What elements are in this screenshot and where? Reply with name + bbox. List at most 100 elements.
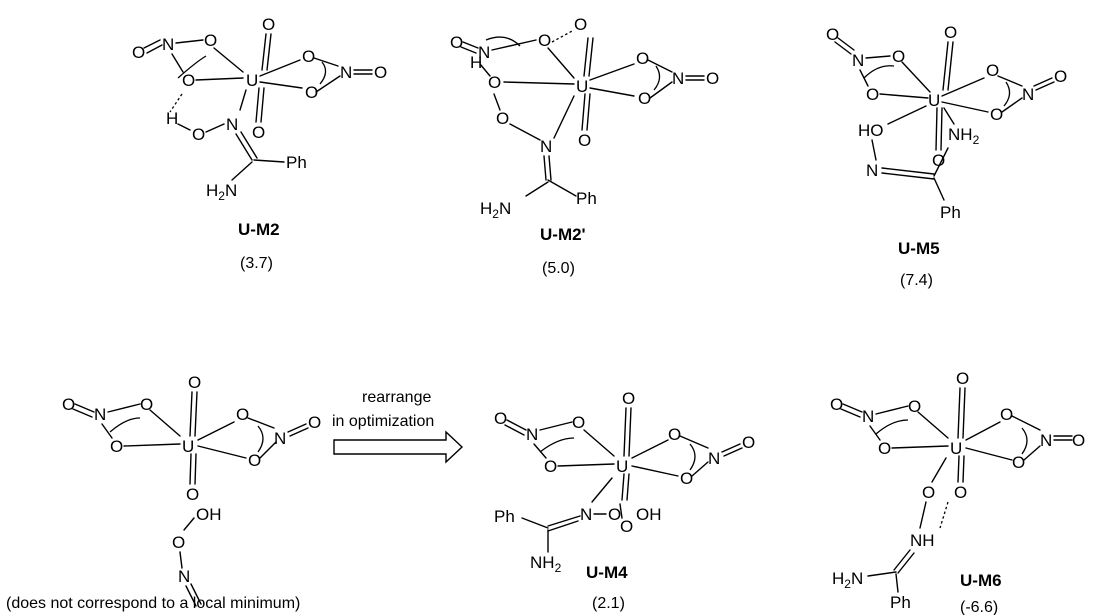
atom-o: O (192, 125, 205, 144)
atom-o: O (172, 533, 185, 552)
atom-o: O (638, 89, 651, 108)
atom-o: O (574, 15, 587, 34)
atom-o: O (374, 63, 387, 82)
atom-o: O (622, 389, 635, 408)
structure-label: U-M4 (586, 563, 628, 582)
atom-o: O (742, 433, 755, 452)
atom-o: O (302, 47, 315, 66)
atom-n: N (340, 63, 352, 82)
atom-oh: OH (196, 505, 222, 524)
atom-o: O (956, 369, 969, 388)
atom-o: O (892, 47, 905, 66)
atom-o: O (908, 397, 921, 416)
atom-ph: Ph (494, 507, 515, 526)
atom-o: O (308, 413, 321, 432)
atom-n: N (178, 567, 190, 586)
atom-nh2: NH2 (530, 553, 562, 575)
atom-o: O (1012, 453, 1025, 472)
atom-nh2: NH2 (948, 125, 980, 147)
atom-ph: Ph (940, 203, 961, 222)
atom-o: O (140, 395, 153, 414)
footnote: (does not correspond to a local minimum) (6, 595, 300, 612)
atom-o: O (986, 61, 999, 80)
atom-o: O (204, 31, 217, 50)
atom-n: N (540, 137, 552, 156)
structure-label: U-M6 (960, 571, 1002, 590)
atom-o: O (572, 413, 585, 432)
atom-h2n: H2N (832, 569, 863, 591)
atom-o: O (1072, 431, 1085, 450)
atom-o: O (488, 73, 501, 92)
arrow-label-line2: in optimization (332, 413, 434, 430)
atom-o: O (188, 373, 201, 392)
atom-o: O (578, 131, 591, 150)
structure-label: U-M2 (238, 220, 280, 239)
atom-h: H (166, 109, 178, 128)
atom-o: O (706, 69, 719, 88)
atom-h: H (470, 53, 482, 72)
atom-u: U (182, 437, 194, 456)
arrow-label-line1: rearrange (362, 389, 431, 406)
atom-ph: Ph (890, 593, 911, 612)
atom-n: N (708, 449, 720, 468)
structure-energy: (-6.6) (960, 599, 998, 615)
atom-o: O (620, 517, 633, 536)
atom-ph: Ph (286, 153, 307, 172)
atom-n: N (866, 161, 878, 180)
structure-label: U-M2' (540, 225, 586, 244)
atom-o: O (544, 457, 557, 476)
atom-o: O (496, 109, 509, 128)
atom-o: O (830, 395, 843, 414)
atom-n: N (526, 425, 538, 444)
structure-u-m5: O N O O U O O O O N O HO N N (826, 23, 1067, 289)
atom-n: N (162, 35, 174, 54)
atom-o: O (236, 405, 249, 424)
atom-n: N (274, 429, 286, 448)
structure-energy: (7.4) (900, 272, 933, 289)
atom-o: O (866, 85, 879, 104)
atom-u: U (950, 439, 962, 458)
atom-o: O (826, 25, 839, 44)
atom-n: N (672, 69, 684, 88)
structure-u-m2-prime: O N H O O O U O O O N O O N (450, 15, 719, 277)
atom-n: N (1040, 431, 1052, 450)
atom-o: O (954, 483, 967, 502)
atom-o: O (62, 395, 75, 414)
atom-o: O (132, 43, 145, 62)
atom-o: O (1054, 67, 1067, 86)
atom-o: O (110, 437, 123, 456)
atom-o: O (538, 31, 551, 50)
atom-n: N (580, 505, 592, 524)
atom-ph: Ph (576, 189, 597, 208)
atom-nh: NH (910, 531, 935, 550)
atom-u: U (576, 77, 588, 96)
atom-o: O (668, 425, 681, 444)
atom-o: O (305, 83, 318, 102)
atom-o: O (990, 105, 1003, 124)
atom-o: O (932, 151, 945, 170)
atom-u: U (616, 457, 628, 476)
atom-o: O (944, 23, 957, 42)
arrow-shape (333, 430, 464, 464)
structure-u-m2: O N O O U O O O O N O H O (132, 15, 387, 272)
atom-o: O (680, 469, 693, 488)
atom-o: O (878, 439, 891, 458)
atom-oh: OH (636, 505, 662, 524)
atom-o: O (252, 123, 265, 142)
structure-u-m4: O N O O U O O O N O N O O OH (494, 389, 755, 612)
atom-n: N (852, 51, 864, 70)
atom-o: O (1000, 405, 1013, 424)
rearrange-arrow: rearrange in optimization (332, 389, 464, 464)
atom-o: O (248, 451, 261, 470)
atom-u: U (928, 91, 940, 110)
atom-o: O (608, 505, 621, 524)
atom-ho: HO (858, 121, 884, 140)
atom-o: O (186, 485, 199, 504)
structure-precursor: O N O O U O O O O N O OH O N (6, 373, 321, 612)
structure-energy: (2.1) (592, 595, 625, 612)
atom-n: N (226, 115, 238, 134)
atom-o: O (182, 71, 195, 90)
atom-h2n: H2N (480, 199, 511, 221)
atom-u: U (246, 71, 258, 90)
